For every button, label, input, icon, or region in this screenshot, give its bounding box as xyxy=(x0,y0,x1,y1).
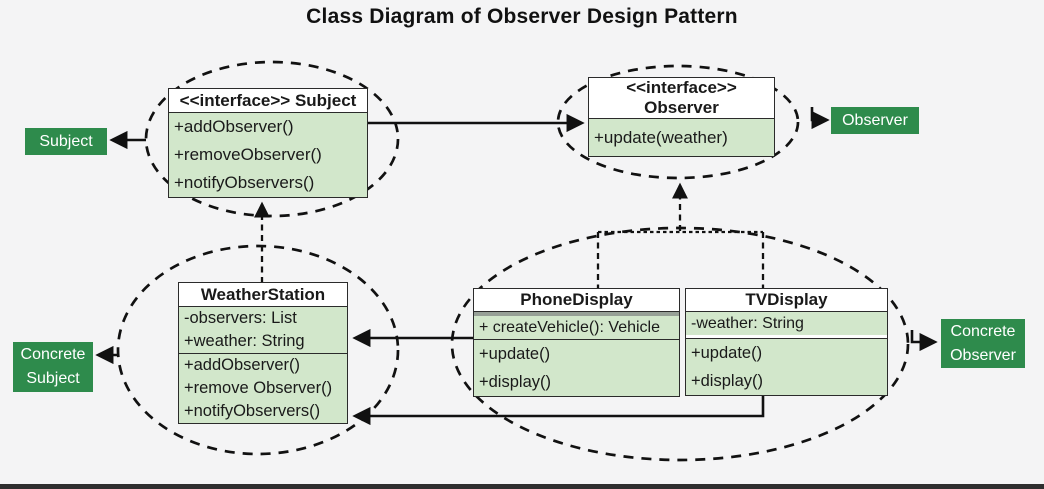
member-row: +update(weather) xyxy=(594,128,728,147)
class-box-subject: <<interface>> Subject +addObserver() +re… xyxy=(168,88,368,198)
class-title-subject: <<interface>> Subject xyxy=(169,89,367,112)
concrete-subject-group-ellipse xyxy=(116,244,400,456)
class-title-weatherstation: WeatherStation xyxy=(179,283,347,306)
observer-methods-section: +update(weather) xyxy=(589,118,774,156)
member-row: +display() xyxy=(691,372,763,390)
member-row: +addObserver() xyxy=(184,356,301,374)
class-box-weatherstation: WeatherStation -observers: List +weather… xyxy=(178,282,348,424)
subject-methods-section: +addObserver() +removeObserver() +notify… xyxy=(169,112,367,197)
tvdisplay-to-weatherstation-arrow xyxy=(352,394,765,426)
observer-group-ellipse xyxy=(556,64,800,180)
bottom-border-bar xyxy=(0,484,1044,489)
arrow-to-observer-label xyxy=(810,107,830,130)
arrow-to-concrete-observer-label xyxy=(910,330,938,352)
class-title-phonedisplay: PhoneDisplay xyxy=(474,289,679,311)
subject-role-label: Subject xyxy=(25,128,107,155)
member-row: +notifyObservers() xyxy=(174,173,315,192)
member-row: -weather: String xyxy=(691,315,804,332)
member-row: +removeObserver() xyxy=(174,145,322,164)
member-row: +addObserver() xyxy=(174,117,294,136)
member-row: +weather: String xyxy=(184,332,305,350)
diagram-title: Class Diagram of Observer Design Pattern xyxy=(306,5,738,28)
class-box-observer: <<interface>> Observer +update(weather) xyxy=(588,77,775,157)
tvdisplay-methods-section: +update() +display() xyxy=(686,338,887,395)
weatherstation-methods-section: +addObserver() +remove Observer() +notif… xyxy=(179,353,347,423)
class-box-tvdisplay: TVDisplay -weather: String +update() +di… xyxy=(685,288,888,396)
concrete-subject-role-label: Concrete Subject xyxy=(13,342,93,392)
observer-stereotype: <<interface>> xyxy=(626,78,737,97)
class-box-phonedisplay: PhoneDisplay + createVehicle(): Vehicle … xyxy=(473,288,680,397)
observer-role-label: Observer xyxy=(831,107,919,134)
member-row: +notifyObservers() xyxy=(184,402,321,420)
member-row: +update() xyxy=(479,345,551,363)
class-title-observer: <<interface>> Observer xyxy=(589,78,774,118)
member-row: +display() xyxy=(479,373,551,391)
member-row: + createVehicle(): Vehicle xyxy=(479,319,660,336)
phonedisplay-separator xyxy=(474,311,679,316)
phonedisplay-section1: + createVehicle(): Vehicle xyxy=(474,316,679,339)
phonedisplay-methods-section: +update() +display() xyxy=(474,339,679,396)
observer-name: Observer xyxy=(644,98,719,117)
member-row: +remove Observer() xyxy=(184,379,333,397)
concrete-observer-role-label: Concrete Observer xyxy=(941,319,1025,368)
tvdisplay-separator xyxy=(686,335,887,338)
weatherstation-attributes-section: -observers: List +weather: String xyxy=(179,306,347,353)
subject-group-ellipse xyxy=(144,60,400,218)
member-row: -observers: List xyxy=(184,309,297,327)
tvdisplay-attributes-section: -weather: String xyxy=(686,311,887,335)
class-title-tvdisplay: TVDisplay xyxy=(686,289,887,311)
member-row: +update() xyxy=(691,344,763,362)
